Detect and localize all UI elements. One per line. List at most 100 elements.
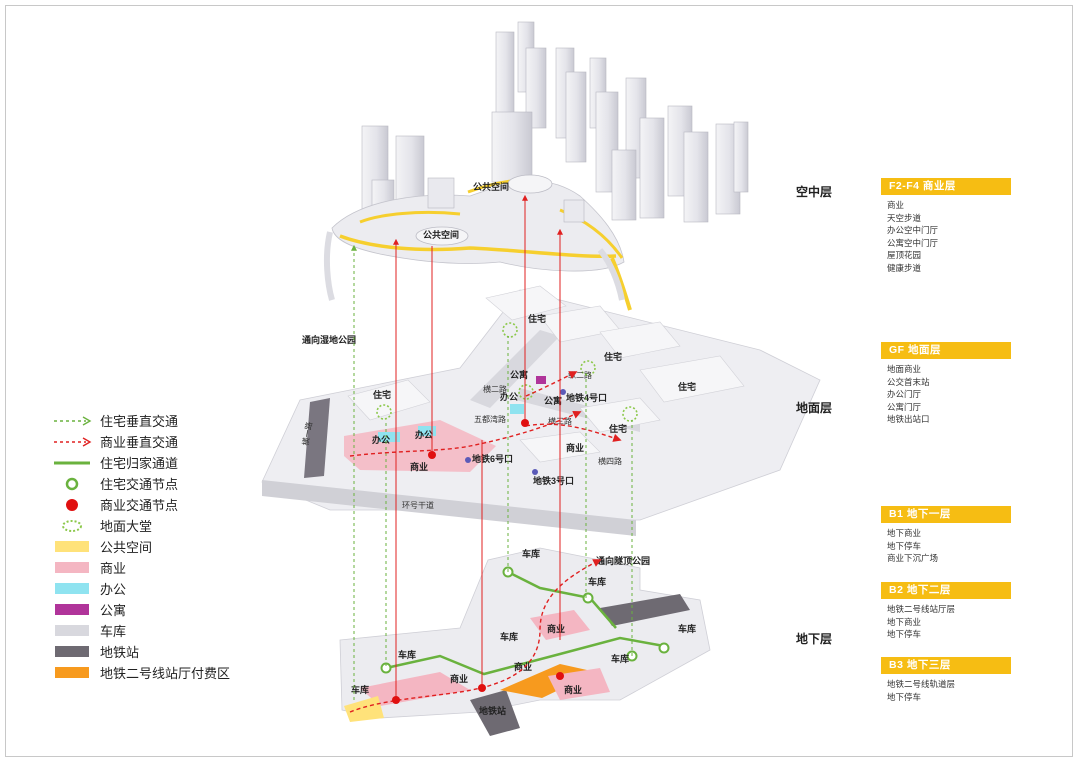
tunnel-park-label: 通向隧顶公园 (596, 555, 650, 566)
paid-zone-swatch (52, 666, 92, 680)
panel-item: 地铁二号线站厅层 (887, 604, 956, 614)
lobby-cluster-icon (52, 519, 92, 533)
legend-label: 商业 (100, 561, 127, 576)
apartment-label-2: 公寓 (544, 395, 562, 406)
red-dot-icon (52, 498, 92, 512)
panel-item: 健康步道 (887, 262, 922, 273)
panel-item: 地下停车 (887, 691, 922, 702)
panel-item: 办公门厅 (887, 389, 922, 400)
metro-station-swatch (52, 645, 92, 659)
apartment-label-1: 公寓 (510, 369, 528, 380)
underground-commercial-label-2: 商业 (450, 673, 468, 684)
sky-level: 公共空间 公共空间 通向湿地公园 (302, 21, 749, 345)
office-label-2: 办公 (372, 434, 390, 445)
panel-f2-f4: F2-F4 商业层 商业 天空步道 办公空中门厅 公寓空中门厅 屋顶花园 健康步… (881, 178, 1011, 275)
public-space-label-2: 公共空间 (423, 229, 459, 240)
residential-label-1: 住宅 (528, 313, 546, 324)
metro-station-block (470, 690, 520, 736)
underground-commercial-label-3: 商业 (564, 684, 582, 695)
road-label-e: 横四路 (598, 456, 622, 466)
commercial-swatch (52, 561, 92, 575)
legend-label: 地面大堂 (100, 519, 153, 534)
legend-item: 住宅交通节点 (52, 473, 272, 494)
home-path-upper (507, 570, 617, 629)
legend-label: 地铁二号线站厅付费区 (100, 666, 231, 681)
ring-road (262, 480, 636, 536)
garage-label-4: 车库 (678, 623, 696, 634)
legend-item: 商业 (52, 557, 272, 578)
panel-item: 地铁出站口 (887, 414, 930, 425)
legend-item: 公共空间 (52, 536, 272, 557)
home-path (385, 636, 665, 676)
underground-labels: 车库 车库 车库 车库 车库 车库 车库 商业 商业 商业 商业 通向隧顶公园 … (351, 548, 696, 716)
legend-item: 地面大堂 (52, 515, 272, 536)
sunken-plaza (344, 696, 384, 722)
sky-walk-podium (323, 174, 632, 311)
road-label-b: 横二路 (483, 384, 507, 394)
garage-label-7: 车库 (351, 684, 369, 695)
level-label-ground: 地面层 (796, 401, 833, 415)
legend-label: 公寓 (100, 603, 127, 618)
panel-item: 公交首末站 (887, 376, 930, 387)
legend-item: 公寓 (52, 599, 272, 620)
road-label-f: 横一路 (300, 421, 314, 446)
legend-label: 地铁站 (100, 645, 140, 660)
panel-title: GF 地面层 (881, 342, 1011, 359)
panel-item: 地下停车 (887, 629, 922, 640)
underground-commercial-label-1: 商业 (547, 623, 565, 634)
apartment-area (536, 376, 546, 384)
dashed-green-arrow-icon (52, 414, 92, 428)
vertical-circulation (349, 194, 633, 713)
level-label-sky: 空中层 (796, 185, 833, 199)
metro-line-block (600, 594, 690, 626)
office-area-1 (378, 432, 400, 442)
legend-item: 地铁站 (52, 641, 272, 662)
garage-label-3: 车库 (500, 631, 518, 642)
panel-b1: B1 地下一层 地下商业 地下停车 商业下沉广场 (881, 506, 1011, 565)
panel-title: B1 地下一层 (881, 506, 1011, 523)
wetland-park-label: 通向湿地公园 (302, 334, 356, 345)
legend-item: 办公 (52, 578, 272, 599)
residential-label-5: 住宅 (609, 423, 627, 434)
legend-item: 商业垂直交通 (52, 431, 272, 452)
panel-item: 地面商业 (887, 364, 922, 374)
ground-labels: 住宅 住宅 住宅 住宅 住宅 公寓 公寓 办公 办公 办公 商业 商业 地铁4号… (300, 313, 696, 510)
road-label-c: 五都湾路 (474, 414, 506, 424)
panel-title: F2-F4 商业层 (881, 178, 1011, 195)
residential-label-3: 住宅 (678, 381, 696, 392)
legend-label: 住宅归家通道 (100, 456, 179, 471)
panel-item: 办公空中门厅 (887, 225, 939, 236)
panel-gf: GF 地面层 地面商业 公交首末站 办公门厅 公寓门厅 地铁出站口 (881, 342, 1011, 426)
garage-swatch (52, 624, 92, 638)
legend-label: 办公 (100, 582, 127, 597)
ring-road-label: 环号干道 (402, 500, 434, 510)
panel-item: 公寓门厅 (887, 401, 922, 412)
legend-item: 住宅垂直交通 (52, 410, 272, 431)
panel-title: B3 地下三层 (881, 657, 1011, 674)
legend-item: 住宅归家通道 (52, 452, 272, 473)
legend-label: 商业交通节点 (100, 498, 179, 513)
panel-item: 天空步道 (887, 212, 922, 223)
apartment-swatch (52, 603, 92, 617)
legend-label: 住宅垂直交通 (100, 414, 179, 429)
garage-label-1: 车库 (522, 548, 540, 559)
public-space-swatch (52, 540, 92, 554)
legend-label: 商业垂直交通 (100, 435, 179, 450)
panel-item: 屋顶花园 (887, 250, 922, 261)
underground-commercial-label-4: 商业 (514, 661, 532, 672)
panel-title: B2 地下二层 (881, 582, 1011, 599)
residential-label-4: 住宅 (373, 389, 391, 400)
panel-item: 地下停车 (887, 540, 922, 551)
legend-label: 公共空间 (100, 540, 153, 555)
panel-item: 商业下沉广场 (887, 553, 939, 564)
ground-commercial-label-1: 商业 (410, 461, 428, 472)
office-area-2 (418, 426, 436, 436)
dashed-red-arrow-icon (52, 435, 92, 449)
metro-exit-4-label: 地铁4号口 (566, 392, 607, 403)
garage-label-6: 车库 (611, 653, 629, 664)
panel-item: 地铁二号线轨道层 (887, 679, 956, 689)
office-label-1: 办公 (500, 391, 518, 402)
public-space-label-1: 公共空间 (473, 181, 509, 192)
level-label-underground: 地下层 (796, 632, 833, 646)
green-ring-icon (52, 477, 92, 491)
